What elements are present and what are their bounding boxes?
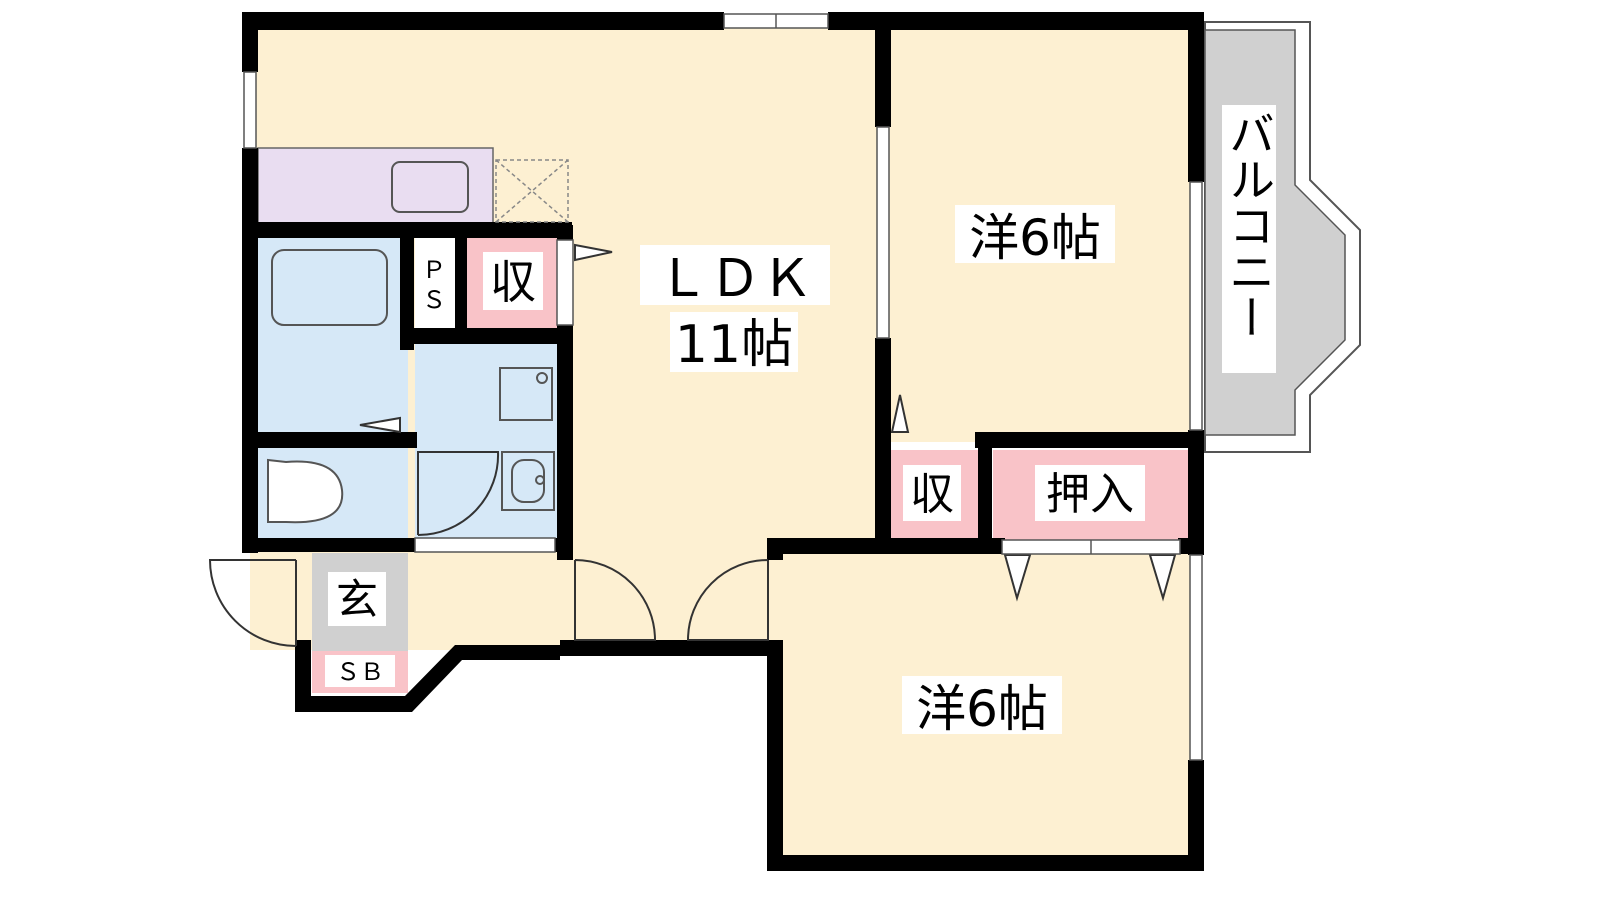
kitchen-counter bbox=[257, 147, 494, 224]
wall-ldk-room-lower bbox=[875, 338, 891, 545]
oshiire-label: 押入 bbox=[1046, 469, 1134, 520]
window-ldk-room bbox=[876, 126, 890, 339]
door-room-top-marker bbox=[890, 394, 910, 433]
windows bbox=[243, 13, 1203, 761]
wall-room-top-bottom bbox=[975, 432, 1200, 448]
western-room-bottom-label: 洋6帖 bbox=[916, 680, 1048, 738]
wall-bottom-room-bottom bbox=[767, 855, 1204, 871]
toilet bbox=[267, 458, 344, 524]
walls bbox=[242, 12, 1204, 871]
bathtub bbox=[271, 249, 388, 326]
wall-top-right bbox=[828, 12, 1204, 30]
wall-right-lower bbox=[1188, 760, 1204, 870]
wall-ps-divider bbox=[455, 230, 467, 330]
kitchen-sink bbox=[391, 161, 469, 213]
closet-kitchen-label: 収 bbox=[490, 255, 536, 309]
wall-wet-right-lower bbox=[557, 325, 573, 560]
door-oshiire-right-marker bbox=[1148, 554, 1177, 602]
washing-machine bbox=[499, 367, 553, 421]
wall-bottom-room-left-lower bbox=[767, 640, 783, 870]
door-hall-ldk bbox=[574, 559, 657, 641]
fridge-space bbox=[495, 159, 569, 223]
wall-bottom-room-top bbox=[767, 538, 1005, 554]
window-right-upper bbox=[1189, 181, 1203, 431]
wall-washroom-top bbox=[408, 328, 568, 344]
floors bbox=[250, 21, 1361, 865]
washroom-threshold bbox=[414, 537, 556, 553]
labels: ＬＤＫ 11帖 洋6帖 洋6帖 収 収 押入 玄 ＳＢ Ｐ Ｓ バルコニー bbox=[325, 105, 1276, 738]
shoe-box-label: ＳＢ bbox=[336, 658, 384, 686]
genkan-label: 玄 bbox=[336, 575, 378, 624]
wall-ldk-room-upper bbox=[875, 22, 891, 127]
wall-ldk-bottom bbox=[560, 640, 780, 656]
door-washroom bbox=[417, 451, 500, 536]
window-left bbox=[243, 71, 257, 149]
door-bath-marker bbox=[359, 416, 401, 434]
wall-left-lower bbox=[242, 148, 258, 553]
fixtures bbox=[267, 159, 569, 524]
pipe-space-label-s: Ｓ bbox=[422, 286, 446, 314]
wall-right-upper bbox=[1188, 12, 1204, 182]
wall-wet-divider-v bbox=[400, 230, 414, 350]
wall-left-upper bbox=[242, 12, 258, 72]
balcony-label: バルコニー bbox=[1222, 110, 1276, 340]
closet-hall-label: 収 bbox=[910, 469, 954, 520]
wall-bottom-room-top-right bbox=[1178, 538, 1204, 554]
wall-genkan-diagonal bbox=[405, 645, 560, 712]
wall-bath-bottom bbox=[242, 432, 417, 448]
window-right-lower bbox=[1189, 554, 1203, 761]
entry-hall-floor bbox=[410, 553, 560, 650]
ps-door bbox=[556, 239, 574, 326]
pipe-space-floor bbox=[415, 238, 460, 330]
ldk-label: ＬＤＫ bbox=[657, 249, 813, 309]
wall-genkan-left bbox=[295, 640, 311, 712]
wall-bottom-room-left-upper bbox=[767, 538, 783, 560]
door-oshiire-left-marker bbox=[1003, 554, 1032, 602]
pipe-space-label-p: Ｐ bbox=[422, 256, 446, 284]
wall-right-mid bbox=[1188, 430, 1204, 555]
western-room-top-label: 洋6帖 bbox=[969, 209, 1101, 267]
door-bottom-room bbox=[686, 559, 769, 641]
washroom-floor bbox=[415, 342, 565, 542]
wash-basin bbox=[501, 451, 555, 511]
door-entrance bbox=[208, 559, 297, 647]
door-kitchen-closet-marker bbox=[574, 243, 613, 262]
wall-kitchen-bottom bbox=[242, 222, 572, 238]
wall-top-left bbox=[242, 12, 724, 30]
wall-genkan-bottom bbox=[295, 696, 411, 712]
wall-closet-divider bbox=[978, 440, 992, 550]
ldk-size-label: 11帖 bbox=[675, 315, 793, 375]
doors bbox=[208, 239, 1181, 647]
